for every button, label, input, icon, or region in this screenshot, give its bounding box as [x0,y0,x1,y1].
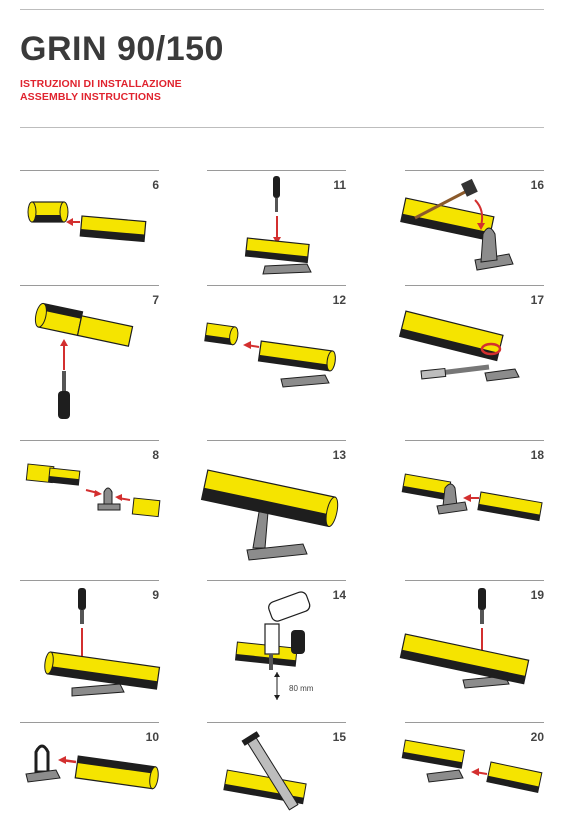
torque-wrench-icon [420,364,490,380]
step-19: 19 [399,580,544,698]
step-15-illustration [223,731,307,811]
subtitle-english: ASSEMBLY INSTRUCTIONS [20,91,161,103]
hammer-icon [414,178,478,220]
step-number: 9 [152,588,159,602]
step-number: 14 [332,588,346,602]
step-17: 17 [398,285,544,403]
step-18-illustration [401,473,543,522]
step-9: 9 [20,580,161,698]
step-19-illustration [399,588,530,689]
step-number: 20 [530,730,544,744]
drill-icon [264,591,311,670]
step-7: 7 [20,285,159,419]
rail-long [79,215,147,243]
step-9-illustration [44,588,161,697]
step-12-illustration [204,322,336,388]
step-number: 19 [530,588,544,602]
header-rule [20,127,544,128]
distance-label: 80 mm [289,684,314,693]
step-number: 18 [530,448,544,462]
step-18: 18 [401,440,544,558]
step-20-illustration [401,739,543,793]
step-17-illustration [398,310,520,382]
step-13: 13 [200,440,346,561]
step-11: 11 [207,170,346,288]
step-13-illustration [200,469,339,561]
step-6: 6 [20,170,159,288]
rail-short [27,201,69,223]
step-number: 7 [152,293,159,307]
caulk-gun-icon [241,731,299,811]
top-rule [20,9,544,10]
step-number: 13 [332,448,346,462]
step-6-illustration [27,201,147,243]
step-number: 12 [332,293,346,307]
step-number: 6 [152,178,159,192]
step-8: 8 [20,440,161,558]
step-14: 14 80 mm [207,580,346,700]
step-20: 20 [401,722,544,840]
step-8-illustration [25,463,161,518]
step-11-illustration [244,176,312,275]
step-10: 10 [20,722,159,840]
step-number: 16 [530,178,544,192]
step-15: 15 [207,722,346,840]
step-16: 16 [400,170,544,288]
step-7-illustration [34,302,134,419]
step-14-illustration [234,591,311,700]
step-number: 10 [145,730,159,744]
step-16-illustration [400,178,514,271]
subtitle-italian: ISTRUZIONI DI INSTALLAZIONE [20,78,182,90]
step-number: 15 [332,730,346,744]
step-number: 17 [530,293,544,307]
step-number: 11 [333,178,346,192]
page-title: GRIN 90/150 [20,30,224,68]
step-number: 8 [152,448,159,462]
step-12: 12 [204,285,346,403]
step-10-illustration [25,744,159,790]
